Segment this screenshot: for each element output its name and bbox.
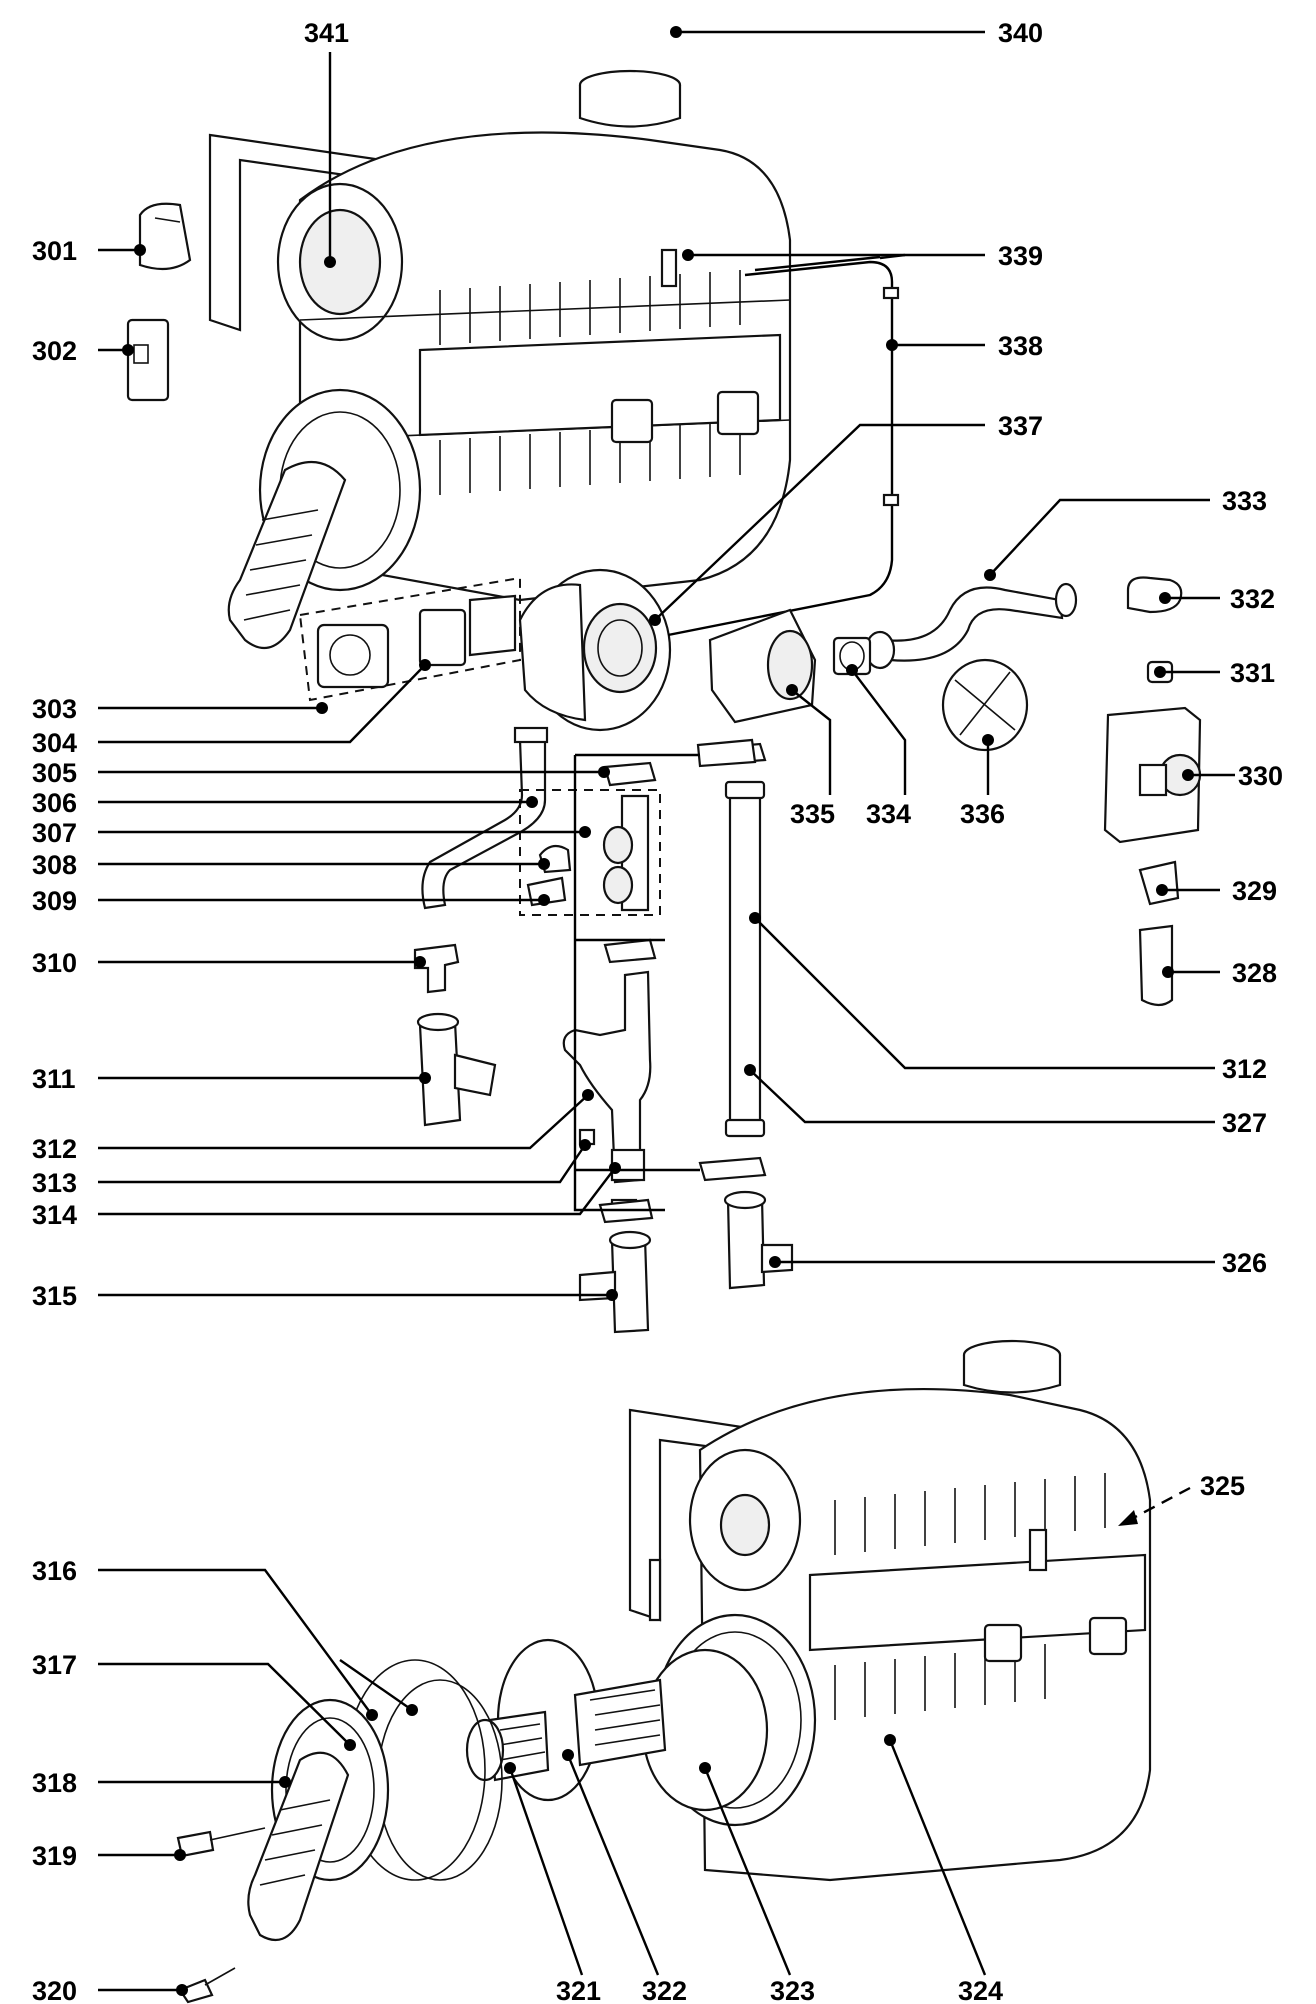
callout-327: 327	[1222, 1108, 1267, 1138]
electrode-319	[176, 1827, 266, 1858]
callout-303: 303	[32, 694, 77, 724]
callout-331: 331	[1230, 658, 1275, 688]
callout-307: 307	[32, 818, 77, 848]
connector-group-bracket	[573, 753, 700, 1212]
sensor-320	[178, 1967, 236, 2004]
callout-309: 309	[32, 886, 77, 916]
callout-319: 319	[32, 1841, 77, 1871]
callout-339: 339	[998, 241, 1043, 271]
burner-door-318	[247, 1698, 390, 1942]
callout-317: 317	[32, 1650, 77, 1680]
callout-311: 311	[32, 1064, 76, 1094]
callout-335: 335	[790, 799, 835, 829]
callout-341: 341	[304, 18, 349, 48]
callout-labels: 340 341 301 339 302 338 337 333 332 331 …	[32, 18, 1283, 2004]
callout-312-right: 312	[1222, 1054, 1267, 1084]
callout-328: 328	[1232, 958, 1277, 988]
pressure-switch-301	[138, 202, 192, 271]
callout-333: 333	[1222, 486, 1267, 516]
callout-304: 304	[32, 728, 77, 758]
fan-outlet-parts	[708, 608, 1029, 752]
callout-320: 320	[32, 1976, 77, 2004]
long-pipe-327	[696, 738, 794, 1290]
water-group-parts	[413, 726, 767, 1334]
callout-301: 301	[32, 236, 77, 266]
callout-336: 336	[960, 799, 1005, 829]
callout-312-left: 312	[32, 1134, 77, 1164]
gas-valve-components	[1103, 576, 1202, 1007]
callout-314: 314	[32, 1200, 77, 1230]
callout-324: 324	[958, 1976, 1003, 2004]
callout-315: 315	[32, 1281, 77, 1311]
callout-334: 334	[866, 799, 911, 829]
heat-exchanger-assembly-upper	[208, 69, 900, 732]
callout-318: 318	[32, 1768, 77, 1798]
callout-305: 305	[32, 758, 77, 788]
callout-310: 310	[32, 948, 77, 978]
callout-329: 329	[1232, 876, 1277, 906]
callout-322: 322	[642, 1976, 687, 2004]
callout-323: 323	[770, 1976, 815, 2004]
ignition-unit-302	[126, 318, 170, 402]
gas-pipe-333	[864, 582, 1078, 670]
callout-340: 340	[998, 18, 1043, 48]
callout-325: 325	[1200, 1471, 1245, 1501]
callout-326: 326	[1222, 1248, 1267, 1278]
callout-337: 337	[998, 411, 1043, 441]
callout-321: 321	[556, 1976, 601, 2004]
callout-313: 313	[32, 1168, 77, 1198]
callout-316: 316	[32, 1556, 77, 1586]
callout-338: 338	[998, 331, 1043, 361]
callout-332: 332	[1230, 584, 1275, 614]
callout-306: 306	[32, 788, 77, 818]
callout-308: 308	[32, 850, 77, 880]
callout-leaders	[98, 26, 1235, 1996]
callout-302: 302	[32, 336, 77, 366]
callout-330: 330	[1238, 761, 1283, 791]
